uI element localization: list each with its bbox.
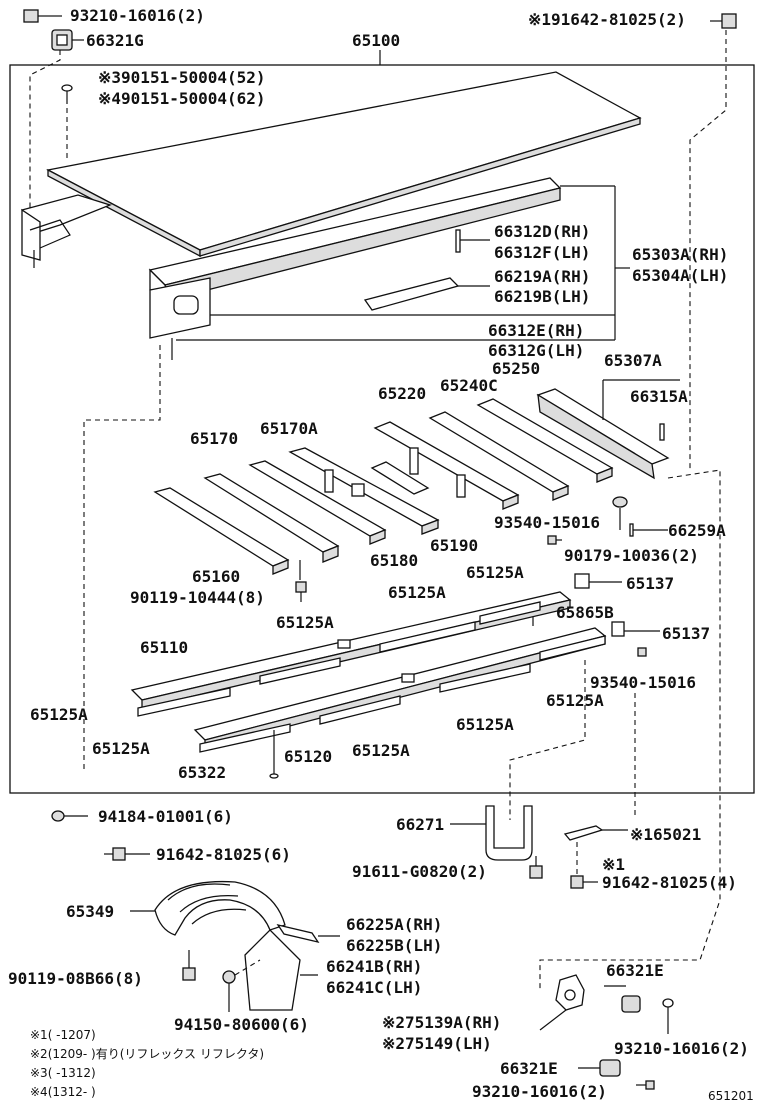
clip-icon — [51, 29, 73, 51]
cross-member — [373, 421, 520, 510]
part-label: 65220 — [378, 384, 426, 403]
part-label: ※490151-50004(62) — [98, 89, 266, 108]
part-label: 65250 — [492, 359, 540, 378]
deck-board — [46, 71, 642, 258]
part-label: 65125A — [352, 741, 410, 760]
part-label: 66312G(LH) — [488, 341, 584, 360]
footnote: ※3( -1312) — [30, 1066, 96, 1080]
part-label: 65180 — [370, 551, 418, 570]
part-label: 65100 — [352, 31, 400, 50]
part-label: 66225A(RH) — [346, 915, 442, 934]
part-label: 66225B(LH) — [346, 936, 442, 955]
part-label: 66312D(RH) — [494, 222, 590, 241]
part-label: 65125A — [546, 691, 604, 710]
bracket — [485, 805, 533, 861]
part-label: ※275149(LH) — [382, 1034, 492, 1053]
part-label: ※1 — [602, 855, 625, 874]
part-label: 93540-15016 — [494, 513, 600, 532]
part-label: 65240C — [440, 376, 498, 395]
part-label: 65303A(RH) — [632, 245, 728, 264]
rivet-icon — [61, 84, 73, 104]
part-label: 66241B(RH) — [326, 957, 422, 976]
bolt-icon — [570, 875, 584, 889]
part-label: 66219B(LH) — [494, 287, 590, 306]
part-label: 66241C(LH) — [326, 978, 422, 997]
footnote: ※1( -1207) — [30, 1028, 96, 1042]
footnote: ※2(1209- )有り(リフレックス リフレクタ) — [30, 1047, 264, 1061]
cross-member — [288, 447, 440, 535]
part-label: 65304A(LH) — [632, 266, 728, 285]
part-label: 66321G — [86, 31, 144, 50]
part-label: 66321E — [606, 961, 664, 980]
cross-member — [428, 411, 570, 501]
part-label: 65125A — [276, 613, 334, 632]
part-label: 90119-08B66(8) — [8, 969, 143, 988]
bolt-icon — [104, 847, 126, 861]
part-label: 66321E — [500, 1059, 558, 1078]
part-label: 65125A — [388, 583, 446, 602]
part-label: ※165021 — [630, 825, 701, 844]
part-label: 66312F(LH) — [494, 243, 590, 262]
part-label: 65170 — [190, 429, 238, 448]
bolt-icon — [547, 535, 562, 545]
part-label: 94184-01001(6) — [98, 807, 233, 826]
part-label: ※275139A(RH) — [382, 1013, 501, 1032]
part-label: 65125A — [456, 715, 514, 734]
part-label: 65349 — [66, 902, 114, 921]
footnote: ※4(1312- ) — [30, 1085, 96, 1099]
part-label: 94150-80600(6) — [174, 1015, 309, 1034]
part-label: 93210-16016(2) — [614, 1039, 749, 1058]
reflector-bracket — [555, 974, 585, 1011]
part-label: 65137 — [662, 624, 710, 643]
assembly-frame — [9, 64, 755, 794]
part-label: 90179-10036(2) — [564, 546, 699, 565]
part-label: 65160 — [192, 567, 240, 586]
mud-flap — [244, 929, 301, 1011]
part-label: 91611-G0820(2) — [352, 862, 487, 881]
diagram-id: 651201 — [708, 1089, 754, 1103]
part-label: 65137 — [626, 574, 674, 593]
part-label: 66219A(RH) — [494, 267, 590, 286]
part-label: 66271 — [396, 815, 444, 834]
cross-member — [370, 461, 430, 495]
part-label: 91642-81025(4) — [602, 873, 737, 892]
part-label: 66259A — [668, 521, 726, 540]
bolt-icon — [529, 865, 543, 879]
part-label: 65865B — [556, 603, 614, 622]
part-label: 66312E(RH) — [488, 321, 584, 340]
part-label: 90119-10444(8) — [130, 588, 265, 607]
part-label: 65125A — [92, 739, 150, 758]
side-rail — [21, 194, 112, 268]
part-label: 65110 — [140, 638, 188, 657]
bolt-icon — [637, 647, 647, 657]
part-label: 65190 — [430, 536, 478, 555]
part-label: 66315A — [630, 387, 688, 406]
clip-icon — [599, 1059, 621, 1077]
cross-member — [476, 398, 614, 483]
bolt-icon — [23, 9, 50, 23]
part-label: 91642-81025(6) — [156, 845, 291, 864]
cross-member — [536, 388, 670, 480]
part-label: 93210-16016(2) — [472, 1082, 607, 1101]
part-label: 65307A — [604, 351, 662, 370]
part-label: 65120 — [284, 747, 332, 766]
cross-member — [203, 473, 340, 580]
part-label: 93540-15016 — [590, 673, 696, 692]
clip-icon — [621, 995, 641, 1013]
long-rail — [148, 177, 562, 360]
mudguard — [154, 880, 286, 936]
part-label: 65322 — [178, 763, 226, 782]
part-label: ※390151-50004(52) — [98, 68, 266, 87]
part-label: 65125A — [466, 563, 524, 582]
part-label: ※191642-81025(2) — [528, 10, 686, 29]
cross-member — [153, 487, 290, 575]
bolt-icon — [182, 950, 196, 981]
part-label: 93210-16016(2) — [70, 6, 205, 25]
bolt-icon — [710, 13, 737, 29]
part-label: 65125A — [30, 705, 88, 724]
part-label: 65170A — [260, 419, 318, 438]
cross-member — [248, 460, 387, 545]
bolt-icon — [295, 581, 307, 602]
